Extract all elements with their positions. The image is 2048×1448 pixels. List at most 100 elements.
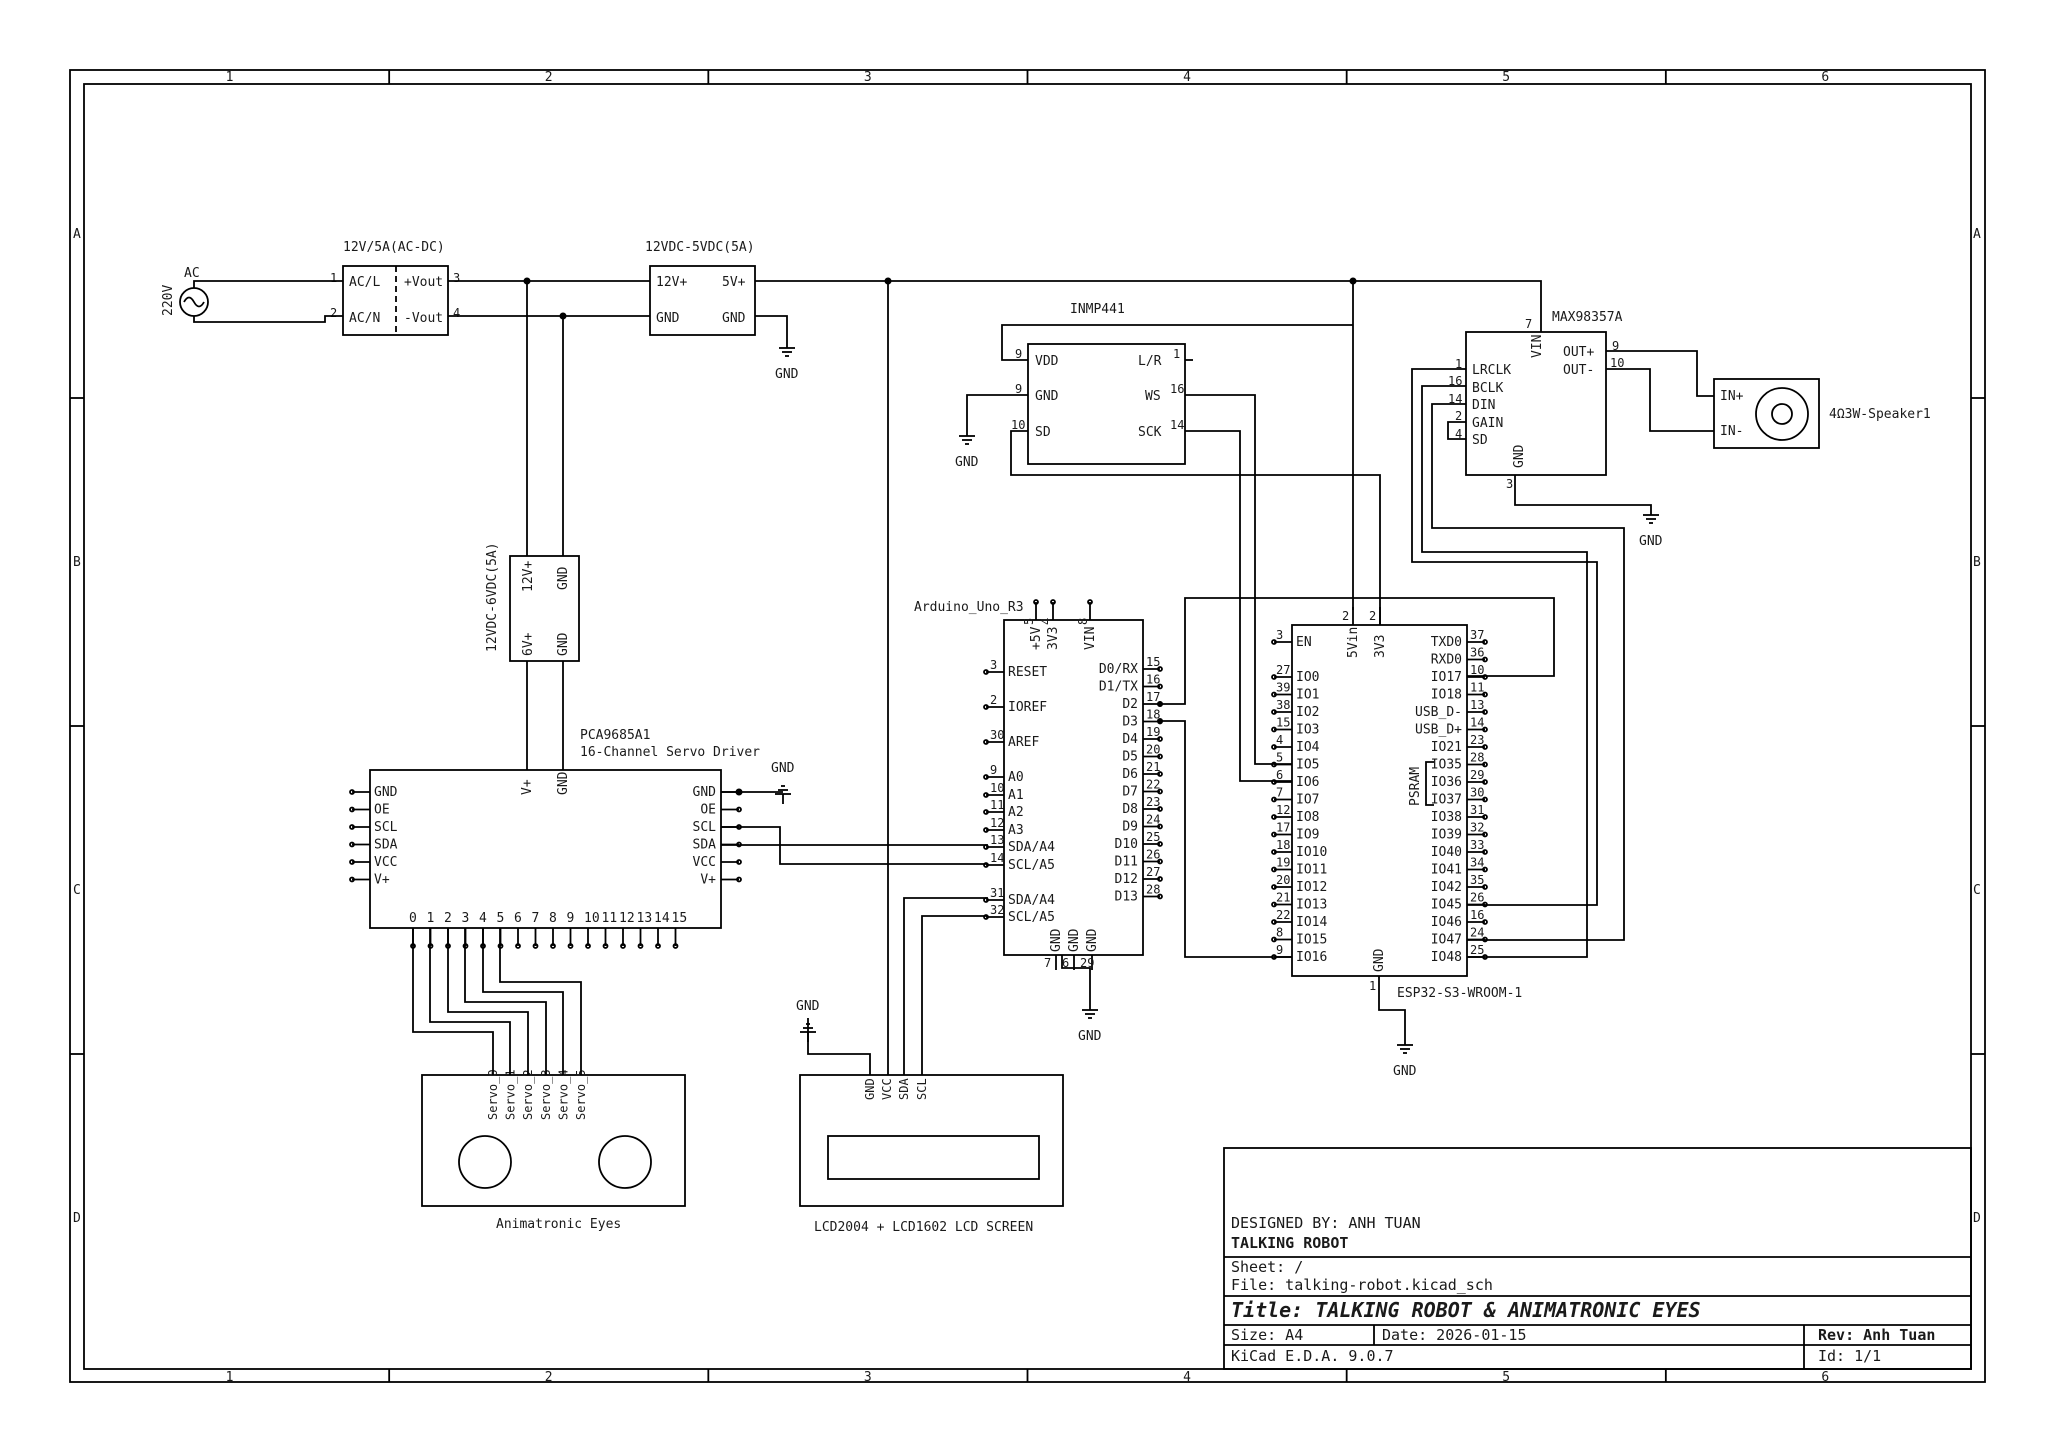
- esp-right-pin-label: IO18: [1431, 688, 1462, 703]
- pca-left-pin-label: OE: [374, 803, 390, 818]
- tb-date: Date: 2026-01-15: [1382, 1326, 1527, 1344]
- frame-col-label: 4: [1183, 1370, 1191, 1385]
- max-pin-din: DIN: [1472, 398, 1495, 413]
- ac-dc-pin1-num: 1: [330, 271, 337, 285]
- pca-channel-label: 4: [479, 911, 487, 926]
- esp-left-pin-num: 22: [1276, 908, 1290, 922]
- esp-left-pin-num: 17: [1276, 821, 1290, 835]
- uno-left-pin-label: A0: [1008, 770, 1024, 785]
- ac-dc-name: 12V/5A(AC-DC): [343, 240, 445, 255]
- uno-right-pin-label: D6: [1122, 767, 1138, 782]
- pca-channel-label: 5: [497, 911, 505, 926]
- esp-right-pin-num: 14: [1470, 716, 1484, 730]
- uno-top-pin-num: 8: [1076, 618, 1090, 625]
- buck5-pin-gnd-in: GND: [656, 311, 680, 326]
- frame-row-label: D: [73, 1211, 81, 1226]
- uno-left-pin-num: 31: [990, 886, 1004, 900]
- max-pin-vin: VIN: [1530, 335, 1545, 358]
- uno-left-pin-label: AREF: [1008, 735, 1039, 750]
- inmp441-num-ws: 16: [1170, 382, 1184, 396]
- frame-col-label: 3: [864, 1370, 872, 1385]
- inmp441-num-sd: 10: [1011, 418, 1025, 432]
- tb-sheet: Sheet: /: [1231, 1258, 1303, 1276]
- uno-left-pin-num: 12: [990, 816, 1004, 830]
- buck5-name: 12VDC-5VDC(5A): [645, 240, 755, 255]
- pca-right-pin-label: SCL: [693, 820, 717, 835]
- esp-right-pin-label: IO21: [1431, 740, 1462, 755]
- eyes-pin-label: Servo_2: [521, 1069, 535, 1120]
- frame-col-label: 5: [1502, 70, 1510, 85]
- uno-left-pin-label: A1: [1008, 788, 1024, 803]
- esp-left-pin-num: 39: [1276, 681, 1290, 695]
- ac-dc-pin3-num: 3: [453, 271, 460, 285]
- eyes-pin-label: Servo_3: [539, 1069, 553, 1120]
- max-name: MAX98357A: [1552, 310, 1623, 325]
- esp-right-pin-num: 29: [1470, 768, 1484, 782]
- ac-dc-pin-acn: AC/N: [349, 311, 380, 326]
- tb-project: TALKING ROBOT: [1231, 1234, 1348, 1252]
- pca-channel-label: 11: [602, 911, 618, 926]
- uno-left-pin-label: A2: [1008, 805, 1024, 820]
- inmp441-pin-sd: SD: [1035, 425, 1051, 440]
- esp-right-pin-num: 25: [1470, 943, 1484, 957]
- max-pin-out-minus: OUT-: [1563, 363, 1594, 378]
- esp-left-pin-num: 15: [1276, 716, 1290, 730]
- esp-right-pin-label: IO38: [1431, 810, 1462, 825]
- gnd-label: GND: [775, 367, 799, 382]
- eyes-pin-label: Servo_5: [574, 1069, 588, 1120]
- max-num-gain: 2: [1455, 409, 1462, 423]
- uno-left-pin-label: IOREF: [1008, 700, 1047, 715]
- frame-row-label: C: [73, 883, 81, 898]
- esp-right-pin-num: 26: [1470, 891, 1484, 905]
- max-pin-bclk: BCLK: [1472, 381, 1503, 396]
- pca-left-pin-label: VCC: [374, 855, 397, 870]
- max-num-bclk: 16: [1448, 374, 1462, 388]
- ac-dc-pin-acl: AC/L: [349, 275, 380, 290]
- uno-right-pin-num: 28: [1146, 883, 1160, 897]
- esp-right-pin-num: 32: [1470, 821, 1484, 835]
- esp-left-pin-label: IO3: [1296, 723, 1319, 738]
- wires: [193, 280, 1714, 1075]
- pca-left-pin-label: GND: [374, 785, 398, 800]
- frame-row-label: C: [1973, 883, 1981, 898]
- eyes-pin-label: Servo_4: [556, 1069, 570, 1120]
- esp-top-pin-num: 2: [1369, 609, 1376, 623]
- uno-left-pin-num: 3: [990, 658, 997, 672]
- buck5-pin-5v: 5V+: [722, 275, 746, 290]
- esp-left-pin-num: 5: [1276, 751, 1283, 765]
- esp-psram-label: PSRAM: [1408, 767, 1423, 806]
- esp-left-pin-label: IO15: [1296, 933, 1327, 948]
- pca-channel-label: 0: [409, 911, 417, 926]
- uno-right-pin-num: 23: [1146, 795, 1160, 809]
- uno-name: Arduino_Uno_R3: [914, 600, 1024, 615]
- uno-left-pin-num: 30: [990, 728, 1004, 742]
- inmp441-num-vdd: 9: [1015, 347, 1022, 361]
- inmp441-num-lr: 1: [1173, 347, 1180, 361]
- esp-left-pin-label: IO16: [1296, 950, 1327, 965]
- pca-channel-label: 12: [619, 911, 635, 926]
- uno-right-pin-num: 21: [1146, 760, 1160, 774]
- tb-designed: DESIGNED BY: ANH TUAN: [1231, 1214, 1421, 1232]
- esp-left-pin-num: 4: [1276, 733, 1283, 747]
- pca-right-pin-label: VCC: [693, 855, 716, 870]
- uno-left-pin-num: 13: [990, 833, 1004, 847]
- esp-left-pin-label: EN: [1296, 635, 1312, 650]
- buck6-pin-12v: 12V+: [521, 561, 536, 592]
- uno-left-pin-label: SCL/A5: [1008, 858, 1055, 873]
- max-pin-lrclk: LRCLK: [1472, 363, 1511, 378]
- pca-channel-label: 1: [427, 911, 435, 926]
- pca-left-pin-label: SCL: [374, 820, 398, 835]
- speaker-pin-in-minus: IN-: [1720, 424, 1743, 439]
- esp-left-pin-num: 27: [1276, 663, 1290, 677]
- esp-gnd-pin-label: GND: [1372, 948, 1387, 972]
- uno-top-pin-num: 5: [1022, 618, 1036, 625]
- pca-top-pin-label: V+: [520, 779, 535, 795]
- uno-right-pin-num: 22: [1146, 778, 1160, 792]
- frame-col-label: 3: [864, 70, 872, 85]
- esp-top-pin-label: 5Vin: [1346, 627, 1361, 658]
- pca-channel-label: 13: [637, 911, 653, 926]
- uno-right-pin-label: D11: [1115, 855, 1138, 870]
- pca-left-pin-label: SDA: [374, 838, 398, 853]
- gnd-label: GND: [1078, 1029, 1102, 1044]
